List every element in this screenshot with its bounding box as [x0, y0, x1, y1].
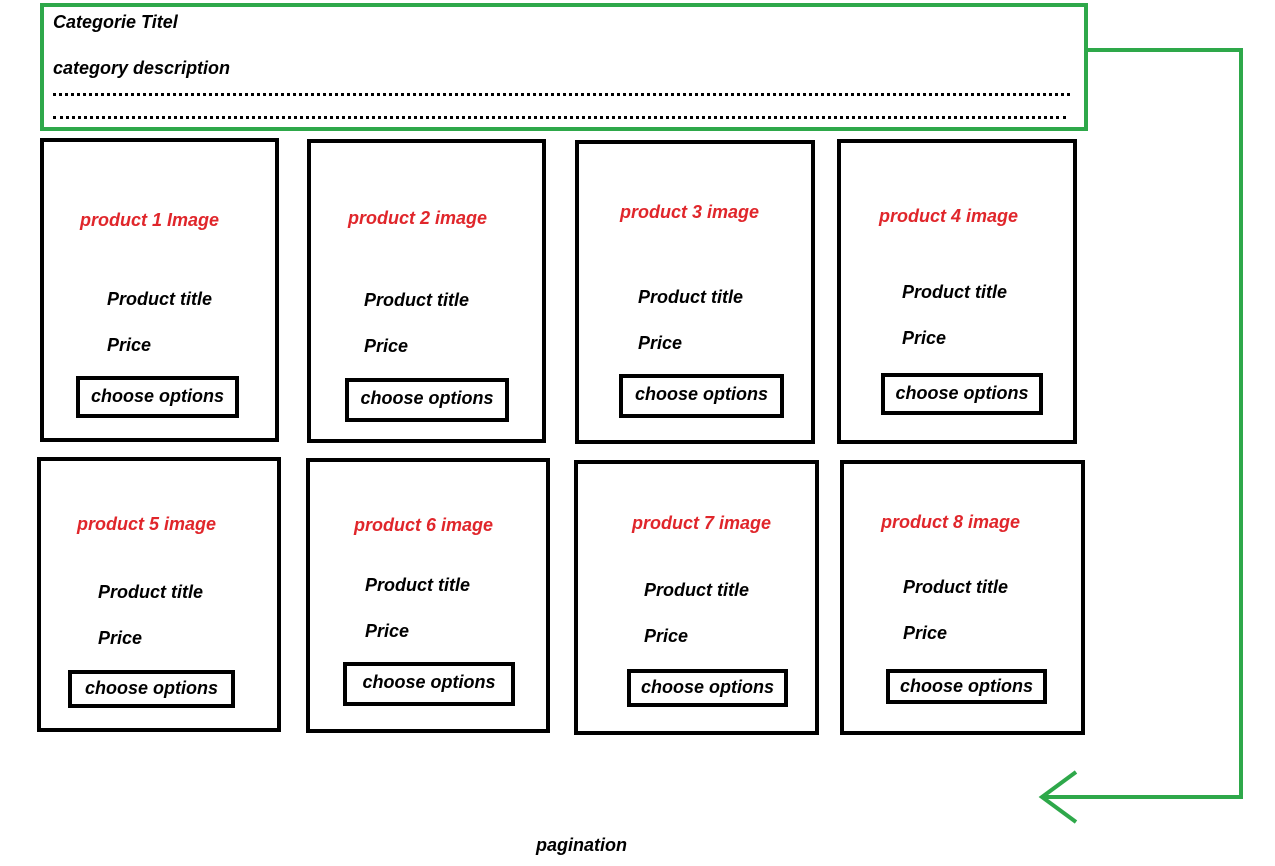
choose-options-button[interactable]: choose options [343, 662, 515, 706]
product-card-5[interactable]: product 5 image Product title Price choo… [37, 457, 281, 732]
product-image-placeholder[interactable]: product 5 image [77, 514, 217, 534]
product-title[interactable]: Product title [365, 575, 471, 595]
product-card-7[interactable]: product 7 image Product title Price choo… [574, 460, 819, 735]
product-price: Price [365, 621, 410, 641]
description-placeholder-line [53, 116, 1066, 119]
product-price: Price [107, 335, 152, 355]
choose-options-button[interactable]: choose options [619, 374, 784, 418]
choose-options-button[interactable]: choose options [76, 376, 239, 418]
product-title[interactable]: Product title [638, 287, 744, 307]
arrow-connector-line [1042, 48, 1243, 799]
product-card-8[interactable]: product 8 image Product title Price choo… [840, 460, 1085, 735]
product-price: Price [644, 626, 689, 646]
choose-options-button[interactable]: choose options [881, 373, 1043, 415]
product-card-6[interactable]: product 6 image Product title Price choo… [306, 458, 550, 733]
product-card-4[interactable]: product 4 image Product title Price choo… [837, 139, 1077, 444]
category-header: Categorie Titel category description [40, 3, 1088, 131]
category-title: Categorie Titel [53, 12, 178, 32]
product-title[interactable]: Product title [98, 582, 204, 602]
description-placeholder-line [53, 93, 1070, 96]
product-title[interactable]: Product title [364, 290, 470, 310]
product-image-placeholder[interactable]: product 7 image [632, 513, 772, 533]
choose-options-button[interactable]: choose options [627, 669, 788, 707]
product-card-2[interactable]: product 2 image Product title Price choo… [307, 139, 546, 443]
product-image-placeholder[interactable]: product 3 image [620, 202, 760, 222]
product-image-placeholder[interactable]: product 8 image [881, 512, 1021, 532]
product-price: Price [364, 336, 409, 356]
choose-options-button[interactable]: choose options [68, 670, 235, 708]
product-card-3[interactable]: product 3 image Product title Price choo… [575, 140, 815, 444]
product-price: Price [902, 328, 947, 348]
product-price: Price [98, 628, 143, 648]
product-card-1[interactable]: product 1 Image Product title Price choo… [40, 138, 279, 442]
product-image-placeholder[interactable]: product 2 image [348, 208, 488, 228]
product-image-placeholder[interactable]: product 1 Image [80, 210, 220, 230]
product-title[interactable]: Product title [902, 282, 1008, 302]
product-title[interactable]: Product title [107, 289, 213, 309]
product-price: Price [638, 333, 683, 353]
product-title[interactable]: Product title [644, 580, 750, 600]
product-title[interactable]: Product title [903, 577, 1009, 597]
choose-options-button[interactable]: choose options [345, 378, 509, 422]
arrow-head [1038, 770, 1078, 824]
product-price: Price [903, 623, 948, 643]
product-image-placeholder[interactable]: product 4 image [879, 206, 1019, 226]
pagination[interactable]: pagination [536, 835, 627, 855]
category-description: category description [53, 58, 231, 78]
product-image-placeholder[interactable]: product 6 image [354, 515, 494, 535]
choose-options-button[interactable]: choose options [886, 669, 1047, 704]
